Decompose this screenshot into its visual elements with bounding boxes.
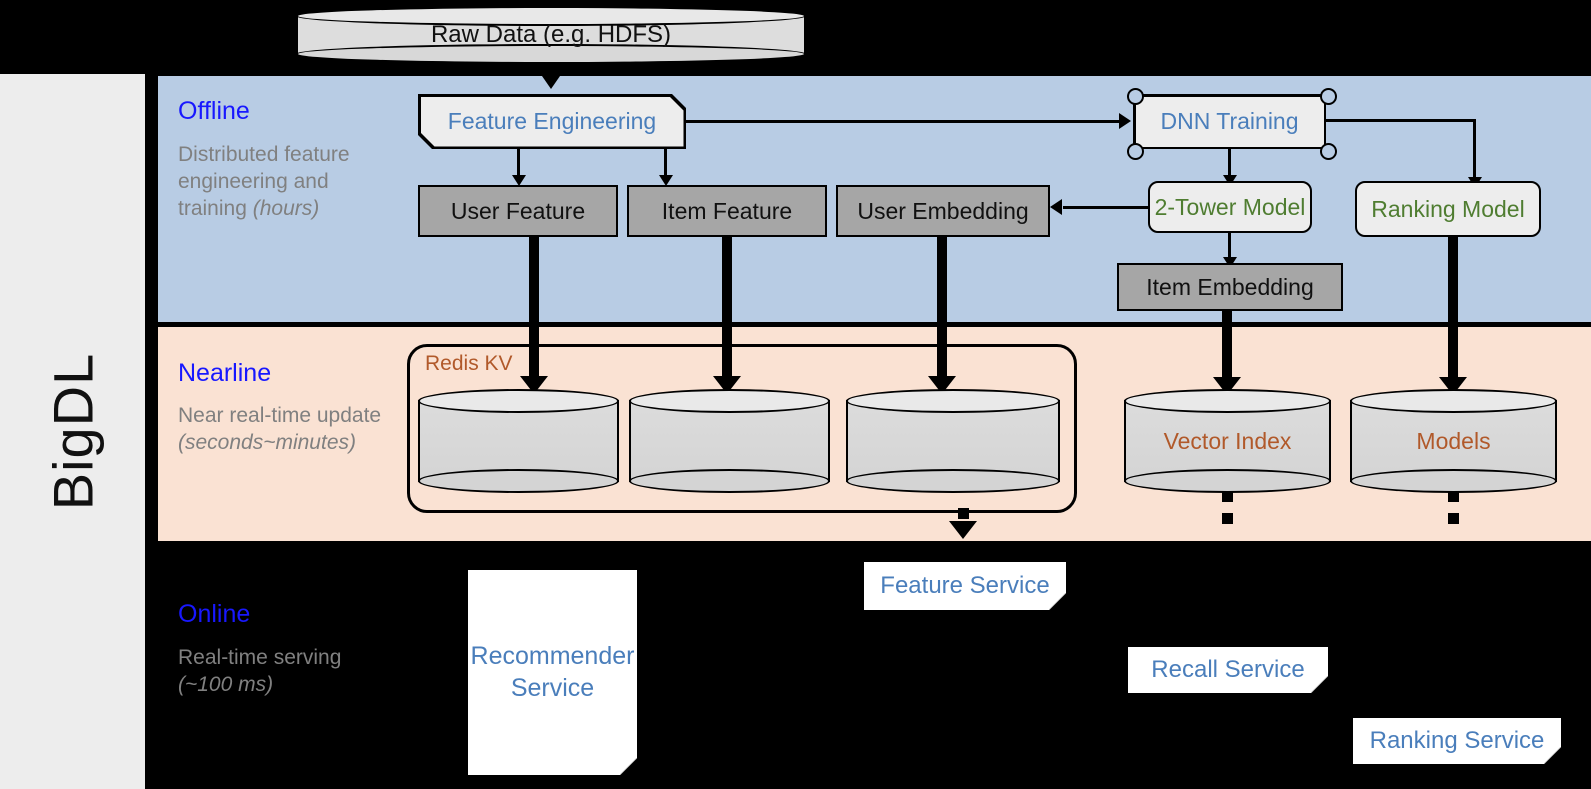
feature-service-doc[interactable]: Feature Service <box>864 562 1066 610</box>
feature-engineering-box[interactable]: Feature Engineering <box>421 97 684 147</box>
two-tower-model-label: 2-Tower Model <box>1154 193 1306 220</box>
recall-service-fold-icon <box>1311 676 1328 693</box>
item-feature-box[interactable]: Item Feature <box>627 185 827 237</box>
pipe-userfeature-to-kv <box>529 237 539 380</box>
edge-twotower-to-itemembedding-arrowhead <box>1223 257 1237 268</box>
pipe-rankingmodel-to-models <box>1448 237 1458 381</box>
kv-store-2-cylinder[interactable] <box>629 389 830 493</box>
band-subtitle-offline: Distributed feature engineering and trai… <box>178 142 378 223</box>
kv-store-3-label <box>846 389 1060 493</box>
edge-twotower-to-userembedding-arrowhead <box>1050 199 1062 215</box>
edge-redis-to-featureservice-stub <box>958 508 969 519</box>
edge-twotower-to-itemembedding <box>1228 233 1231 260</box>
ranking-service-doc[interactable]: Ranking Service <box>1353 718 1561 764</box>
dnn-training-notch-tr <box>1320 88 1337 105</box>
models-cylinder[interactable]: Models <box>1350 389 1557 493</box>
recommender-service-fold-icon <box>620 758 637 775</box>
band-subtitle-nearline-em: (seconds~minutes) <box>178 430 356 454</box>
sidebar-bigdl: BigDL <box>0 74 145 789</box>
band-subtitle-offline-em: (hours) <box>252 196 320 220</box>
kv-store-2-label <box>629 389 830 493</box>
edge-vectorindex-stub-1 <box>1222 491 1233 502</box>
recommender-service-doc[interactable]: Recommender Service <box>468 570 637 775</box>
feature-service-label: Feature Service <box>880 572 1050 599</box>
ranking-model-box[interactable]: Ranking Model <box>1355 181 1541 237</box>
item-embedding-label: Item Embedding <box>1146 273 1314 300</box>
user-feature-label: User Feature <box>450 197 586 224</box>
user-feature-box[interactable]: User Feature <box>418 185 618 237</box>
kv-store-1-top <box>418 389 619 413</box>
edge-fe-to-userfeature-arrowhead <box>512 175 526 186</box>
recommender-service-label: Recommender Service <box>470 642 635 702</box>
feature-engineering-label: Feature Engineering <box>447 108 657 134</box>
pipe-itemembedding-to-vectorindex <box>1222 311 1232 381</box>
band-subtitle-online-text: Real-time serving <box>178 646 342 669</box>
edge-models-stub-1 <box>1448 491 1459 502</box>
band-title-offline: Offline <box>178 97 250 125</box>
dnn-training-notch-tl <box>1127 88 1144 105</box>
edge-vectorindex-stub-2 <box>1222 513 1233 524</box>
edge-fe-to-itemfeature <box>664 149 667 177</box>
user-embedding-box[interactable]: User Embedding <box>836 185 1050 237</box>
raw-data-bottom <box>296 44 806 64</box>
edge-redis-to-featureservice-arrowhead <box>949 521 977 539</box>
item-embedding-box[interactable]: Item Embedding <box>1117 263 1343 311</box>
band-title-nearline: Nearline <box>178 359 272 387</box>
band-subtitle-online-em: (~100 ms) <box>178 672 274 696</box>
ranking-model-label: Ranking Model <box>1371 195 1525 222</box>
models-top <box>1350 389 1557 413</box>
edge-rawdata-to-fe <box>548 64 553 80</box>
sidebar-label-wrapper: BigDL <box>0 74 145 789</box>
edge-dnn-to-ranking-v <box>1473 119 1476 179</box>
ranking-service-fold-icon <box>1544 747 1561 764</box>
edge-rawdata-to-fe-arrowhead <box>542 76 560 89</box>
kv-store-1-label <box>418 389 619 493</box>
recall-service-label: Recall Service <box>1151 656 1305 683</box>
vector-index-cylinder[interactable]: Vector Index <box>1124 389 1331 493</box>
recall-service-doc[interactable]: Recall Service <box>1128 647 1328 693</box>
dnn-training-label: DNN Training <box>1160 108 1299 134</box>
band-subtitle-nearline-text: Near real-time update <box>178 404 382 427</box>
edge-dnn-to-ranking-h <box>1326 119 1476 122</box>
models-label: Models <box>1416 427 1491 454</box>
edge-dnn-to-twotower-arrowhead <box>1223 175 1237 186</box>
band-subtitle-online: Real-time serving (~100 ms) <box>178 645 368 699</box>
sidebar-label-bigdl: BigDL <box>41 352 104 511</box>
user-embedding-label: User Embedding <box>857 197 1029 224</box>
pipe-itemfeature-to-kv <box>722 237 732 380</box>
raw-data-cylinder: Raw Data (e.g. HDFS) <box>296 6 806 64</box>
item-feature-label: Item Feature <box>661 197 793 224</box>
dnn-training-box[interactable]: DNN Training <box>1133 94 1326 149</box>
edge-fe-to-userfeature <box>517 149 520 177</box>
edge-fe-to-dnn-arrowhead <box>1119 113 1131 129</box>
kv-store-3-cylinder[interactable] <box>846 389 1060 493</box>
vector-index-label: Vector Index <box>1163 427 1292 454</box>
raw-data-label: Raw Data (e.g. HDFS) <box>430 21 672 48</box>
dnn-training-inner: DNN Training <box>1135 96 1324 147</box>
kv-store-2-top <box>629 389 830 413</box>
raw-data-top <box>296 6 806 26</box>
edge-models-stub-2 <box>1448 513 1459 524</box>
ranking-service-label: Ranking Service <box>1369 727 1545 754</box>
kv-store-3-top <box>846 389 1060 413</box>
feature-service-fold-icon <box>1049 593 1066 610</box>
two-tower-model-box[interactable]: 2-Tower Model <box>1148 181 1312 233</box>
pipe-userembedding-to-kv <box>937 237 947 380</box>
edge-fe-to-dnn <box>686 120 1121 123</box>
edge-twotower-to-userembedding <box>1063 206 1150 209</box>
band-subtitle-offline-text: Distributed feature engineering and trai… <box>178 143 350 220</box>
edge-fe-to-itemfeature-arrowhead <box>659 175 673 186</box>
kv-store-1-bottom <box>418 469 619 493</box>
dnn-training-notch-br <box>1320 143 1337 160</box>
redis-kv-container <box>407 344 1077 513</box>
kv-store-2-bottom <box>629 469 830 493</box>
edge-dnn-to-twotower <box>1228 149 1231 177</box>
band-subtitle-nearline: Near real-time update (seconds~minutes) <box>178 403 406 457</box>
redis-kv-label: Redis KV <box>425 352 513 375</box>
kv-store-1-cylinder[interactable] <box>418 389 619 493</box>
dnn-training-notch-bl <box>1127 143 1144 160</box>
kv-store-3-bottom <box>846 469 1060 493</box>
band-title-online: Online <box>178 600 251 628</box>
vector-index-top <box>1124 389 1331 413</box>
